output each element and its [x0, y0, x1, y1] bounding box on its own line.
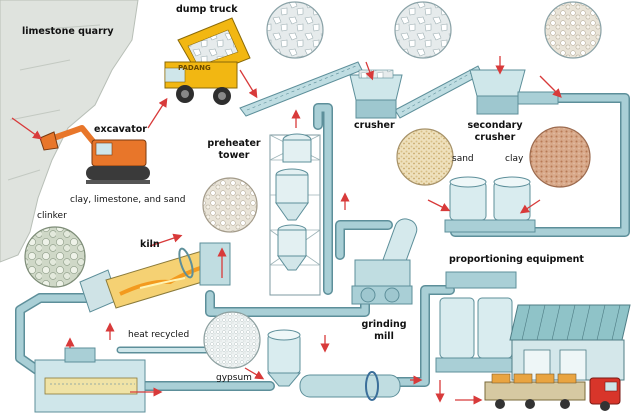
dump-truck-label: dump truck — [176, 4, 238, 15]
clinker-closeup — [24, 226, 86, 288]
limestone-closeup-3 — [544, 1, 602, 59]
flow-arrows — [11, 56, 562, 405]
sand-label: sand — [452, 154, 474, 164]
delivery-truck — [484, 373, 621, 411]
excavator — [39, 125, 150, 184]
limestone-closeup-1 — [266, 1, 324, 59]
clinker-label: clinker — [37, 211, 67, 221]
clay-label: clay — [505, 154, 524, 164]
proportioning-silos — [444, 176, 536, 233]
secondary-crusher-machine — [469, 69, 559, 115]
limestone-quarry-cliff — [0, 0, 139, 263]
grinding-mill-label-line2: mill — [374, 331, 394, 342]
clay-closeup — [529, 126, 591, 188]
crusher-label: crusher — [354, 120, 395, 131]
gypsum-label: gypsum — [216, 373, 252, 383]
preheater-tower — [269, 133, 321, 296]
sand-closeup — [396, 128, 454, 186]
limestone-closeup-2 — [394, 1, 452, 59]
excavator-label: excavator — [94, 124, 147, 135]
secondary-crusher-label-line2: crusher — [474, 132, 516, 143]
dump-truck — [164, 17, 251, 105]
cement-silos — [435, 271, 517, 373]
preheater-tower-label-line1: preheater — [207, 138, 261, 149]
secondary-crusher-label-line1: secondary — [467, 120, 523, 131]
kiln-label: kiln — [140, 239, 160, 250]
preheater-tower-label-line2: tower — [218, 150, 250, 161]
raw-materials-label: clay, limestone, and sand — [70, 195, 186, 205]
proportioning-equipment-label: proportioning equipment — [449, 254, 584, 265]
clinker-cooler — [34, 347, 146, 413]
raw-mill — [351, 218, 418, 305]
conveyor-belts — [239, 61, 483, 119]
heat-recycled-label: heat recycled — [128, 330, 190, 340]
limestone-quarry-label: limestone quarry — [22, 26, 114, 37]
truck-brand-label: PADANG — [178, 64, 211, 72]
crusher-machine — [349, 69, 403, 119]
grinding-mill-label-line1: grinding — [361, 319, 407, 330]
cement-mill — [266, 329, 401, 401]
raw-mix-closeup — [202, 177, 258, 233]
gypsum-closeup — [203, 311, 261, 369]
warehouse — [509, 304, 631, 381]
